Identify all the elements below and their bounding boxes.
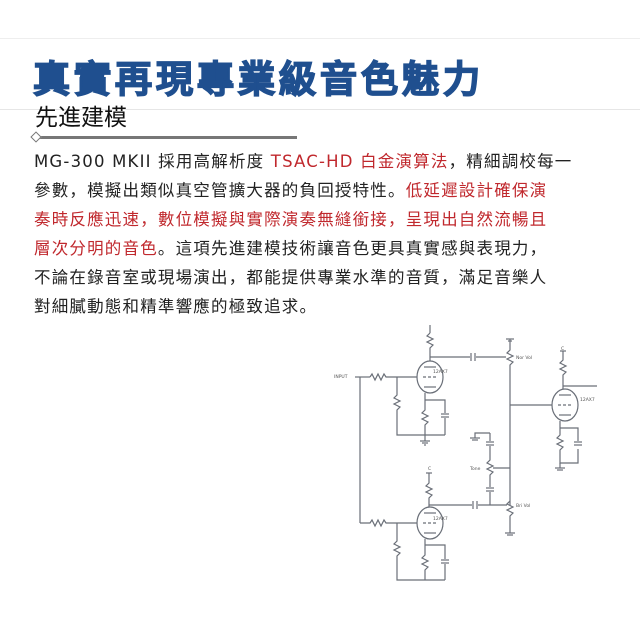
tube-1-label: 12AX7 [433,369,448,375]
supply-label-2: C [428,466,431,472]
paragraph-line: 不論在錄音室或現場演出，都能提供專業水準的音質，滿足音樂人 [34,263,614,292]
paragraph-line: 奏時反應迅速，數位模擬與實際演奏無縫銜接，呈現出自然流暢且 [34,205,614,234]
highlighted-text: 層次分明的音色 [34,239,158,258]
highlighted-text: 奏時反應迅速，數位模擬與實際演奏無縫銜接，呈現出自然流暢且 [34,210,548,229]
tube-2-label: 12AX7 [433,516,448,522]
banner-title: 真實再現專業級音色魅力 [32,56,484,102]
paragraph-line: MG-300 MKII 採用高解析度 TSAC-HD 白金演算法，精細調校每一 [34,147,614,176]
tube-3 [551,388,579,422]
tube-3-label: 12AX7 [580,397,595,403]
paragraph-line: 參數，模擬出類似真空管擴大器的負回授特性。低延遲設計確保演 [34,176,614,205]
highlighted-text: 低延遲設計確保演 [405,181,548,200]
body-text: 。這項先進建模技術讓音色更具真實感與表現力， [157,239,548,258]
title-banner: 真實再現專業級音色魅力 [0,38,640,110]
section-title: 先進建模 [35,105,127,131]
paragraph-line: 層次分明的音色。這項先進建模技術讓音色更具真實感與表現力， [34,234,614,263]
body-text: 對細膩動態和精準響應的極致追求。 [34,297,318,316]
body-text: 參數，模擬出類似真空管擴大器的負回授特性。 [34,181,406,200]
body-text: MG-300 MKII 採用高解析度 [34,152,271,171]
paragraph-line: 對細膩動態和精準響應的極致追求。 [34,292,614,321]
nor-vol-label: Nor Vol [516,355,532,361]
body-text: 不論在錄音室或現場演出，都能提供專業水準的音質，滿足音樂人 [34,268,548,287]
highlighted-text: TSAC-HD 白金演算法 [270,152,449,171]
section-divider [37,136,297,139]
body-text: ，精細調校每一 [448,152,573,171]
input-label: INPUT [334,374,348,380]
description-paragraph: MG-300 MKII 採用高解析度 TSAC-HD 白金演算法，精細調校每一參… [34,147,614,321]
supply-label-3: C [561,346,564,352]
tone-label: Tone [469,466,481,472]
tube-preamp-schematic: 12AX7 INPUT Nor Vol Bri Vol C 12AX7 Tone… [334,325,597,581]
divider-diamond-icon [30,131,42,143]
bri-vol-label: Bri Vol [516,503,530,509]
